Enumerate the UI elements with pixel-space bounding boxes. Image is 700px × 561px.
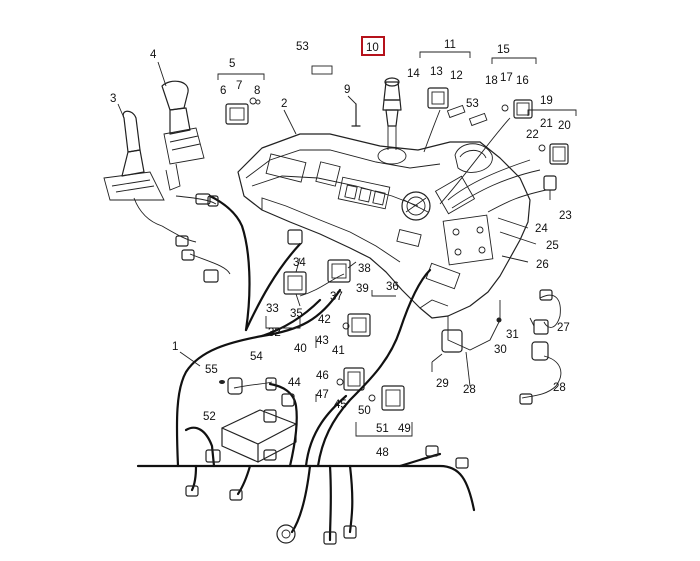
callout-16: 16 xyxy=(516,75,529,87)
switch-28-body xyxy=(441,329,463,353)
switch-37 xyxy=(327,259,351,283)
callout-32: 32 xyxy=(268,327,281,339)
callout-31: 31 xyxy=(506,329,519,341)
callout-54: 54 xyxy=(250,351,263,363)
callout-7: 7 xyxy=(236,80,242,92)
callout-28b: 28 xyxy=(553,382,566,394)
callout-13: 13 xyxy=(430,66,443,78)
callout-17: 17 xyxy=(500,72,513,84)
callout-26: 26 xyxy=(536,259,549,271)
callout-9: 9 xyxy=(344,84,350,96)
callout-33: 33 xyxy=(266,303,279,315)
lamp-23 xyxy=(543,175,557,200)
callout-42: 42 xyxy=(318,314,331,326)
callout-55: 55 xyxy=(205,364,218,376)
switch-49 xyxy=(381,385,405,411)
callout-21: 21 xyxy=(540,118,553,130)
group-brackets xyxy=(217,51,577,437)
callout-1: 1 xyxy=(172,341,178,353)
callout-4: 4 xyxy=(150,49,157,61)
switch-34 xyxy=(283,271,307,295)
callout-51: 51 xyxy=(376,423,389,435)
callout-8: 8 xyxy=(254,85,260,97)
leader-lines xyxy=(117,61,537,387)
callout-47: 47 xyxy=(316,389,329,401)
callout-30: 30 xyxy=(494,344,507,356)
callout-25: 25 xyxy=(546,240,559,252)
callout-10: 10 xyxy=(366,42,379,54)
callout-14: 14 xyxy=(407,68,420,80)
wiring-harness-1 xyxy=(136,194,476,542)
callout-44: 44 xyxy=(288,377,301,389)
callout-38: 38 xyxy=(358,263,371,275)
rotary-knob xyxy=(401,191,431,221)
thin-wires xyxy=(133,109,562,399)
callout-5: 5 xyxy=(229,58,235,70)
callout-24: 24 xyxy=(535,223,548,235)
callout-12: 12 xyxy=(450,70,463,82)
lever-3 xyxy=(103,110,165,201)
switch-16 xyxy=(513,99,533,119)
highlight-box xyxy=(361,36,385,56)
callout-40: 40 xyxy=(294,343,307,355)
callout-29: 29 xyxy=(436,378,449,390)
callout-22: 22 xyxy=(526,129,539,141)
fasteners xyxy=(219,97,546,402)
callout-39: 39 xyxy=(356,283,369,295)
callout-15: 15 xyxy=(497,44,510,56)
callout-43: 43 xyxy=(316,335,329,347)
callout-36: 36 xyxy=(386,281,399,293)
callout-34: 34 xyxy=(293,257,306,269)
callout-45: 45 xyxy=(334,399,347,411)
connectors xyxy=(175,193,553,545)
joystick-4 xyxy=(161,80,205,191)
joystick-10 xyxy=(377,77,407,165)
module-52 xyxy=(221,409,297,463)
switch-45 xyxy=(343,367,365,391)
switch-41 xyxy=(347,313,371,337)
callout-6: 6 xyxy=(220,85,226,97)
callout-28a: 28 xyxy=(463,384,476,396)
switch-12 xyxy=(427,87,449,109)
console-body xyxy=(237,133,531,351)
callout-41: 41 xyxy=(332,345,345,357)
callout-52: 52 xyxy=(203,411,216,423)
callout-11: 11 xyxy=(444,39,456,51)
callout-19: 19 xyxy=(540,95,553,107)
callout-53a: 53 xyxy=(296,41,309,53)
callout-3: 3 xyxy=(110,93,116,105)
callout-labels: 1 2 3 4 5 6 7 8 9 10 11 12 13 14 15 16 1… xyxy=(110,39,572,459)
switch-6 xyxy=(225,103,249,125)
decal-53 xyxy=(311,65,333,75)
switch-20 xyxy=(549,143,569,165)
callout-49: 49 xyxy=(398,423,411,435)
callout-27: 27 xyxy=(557,322,570,334)
callout-50: 50 xyxy=(358,405,371,417)
callout-35: 35 xyxy=(290,308,303,320)
callout-46: 46 xyxy=(316,370,329,382)
callout-2: 2 xyxy=(281,98,287,110)
callout-37: 37 xyxy=(330,291,343,303)
callout-18: 18 xyxy=(485,75,498,87)
callout-23: 23 xyxy=(559,210,572,222)
callout-53b: 53 xyxy=(466,98,479,110)
callout-20: 20 xyxy=(558,120,571,132)
callout-48: 48 xyxy=(376,447,389,459)
